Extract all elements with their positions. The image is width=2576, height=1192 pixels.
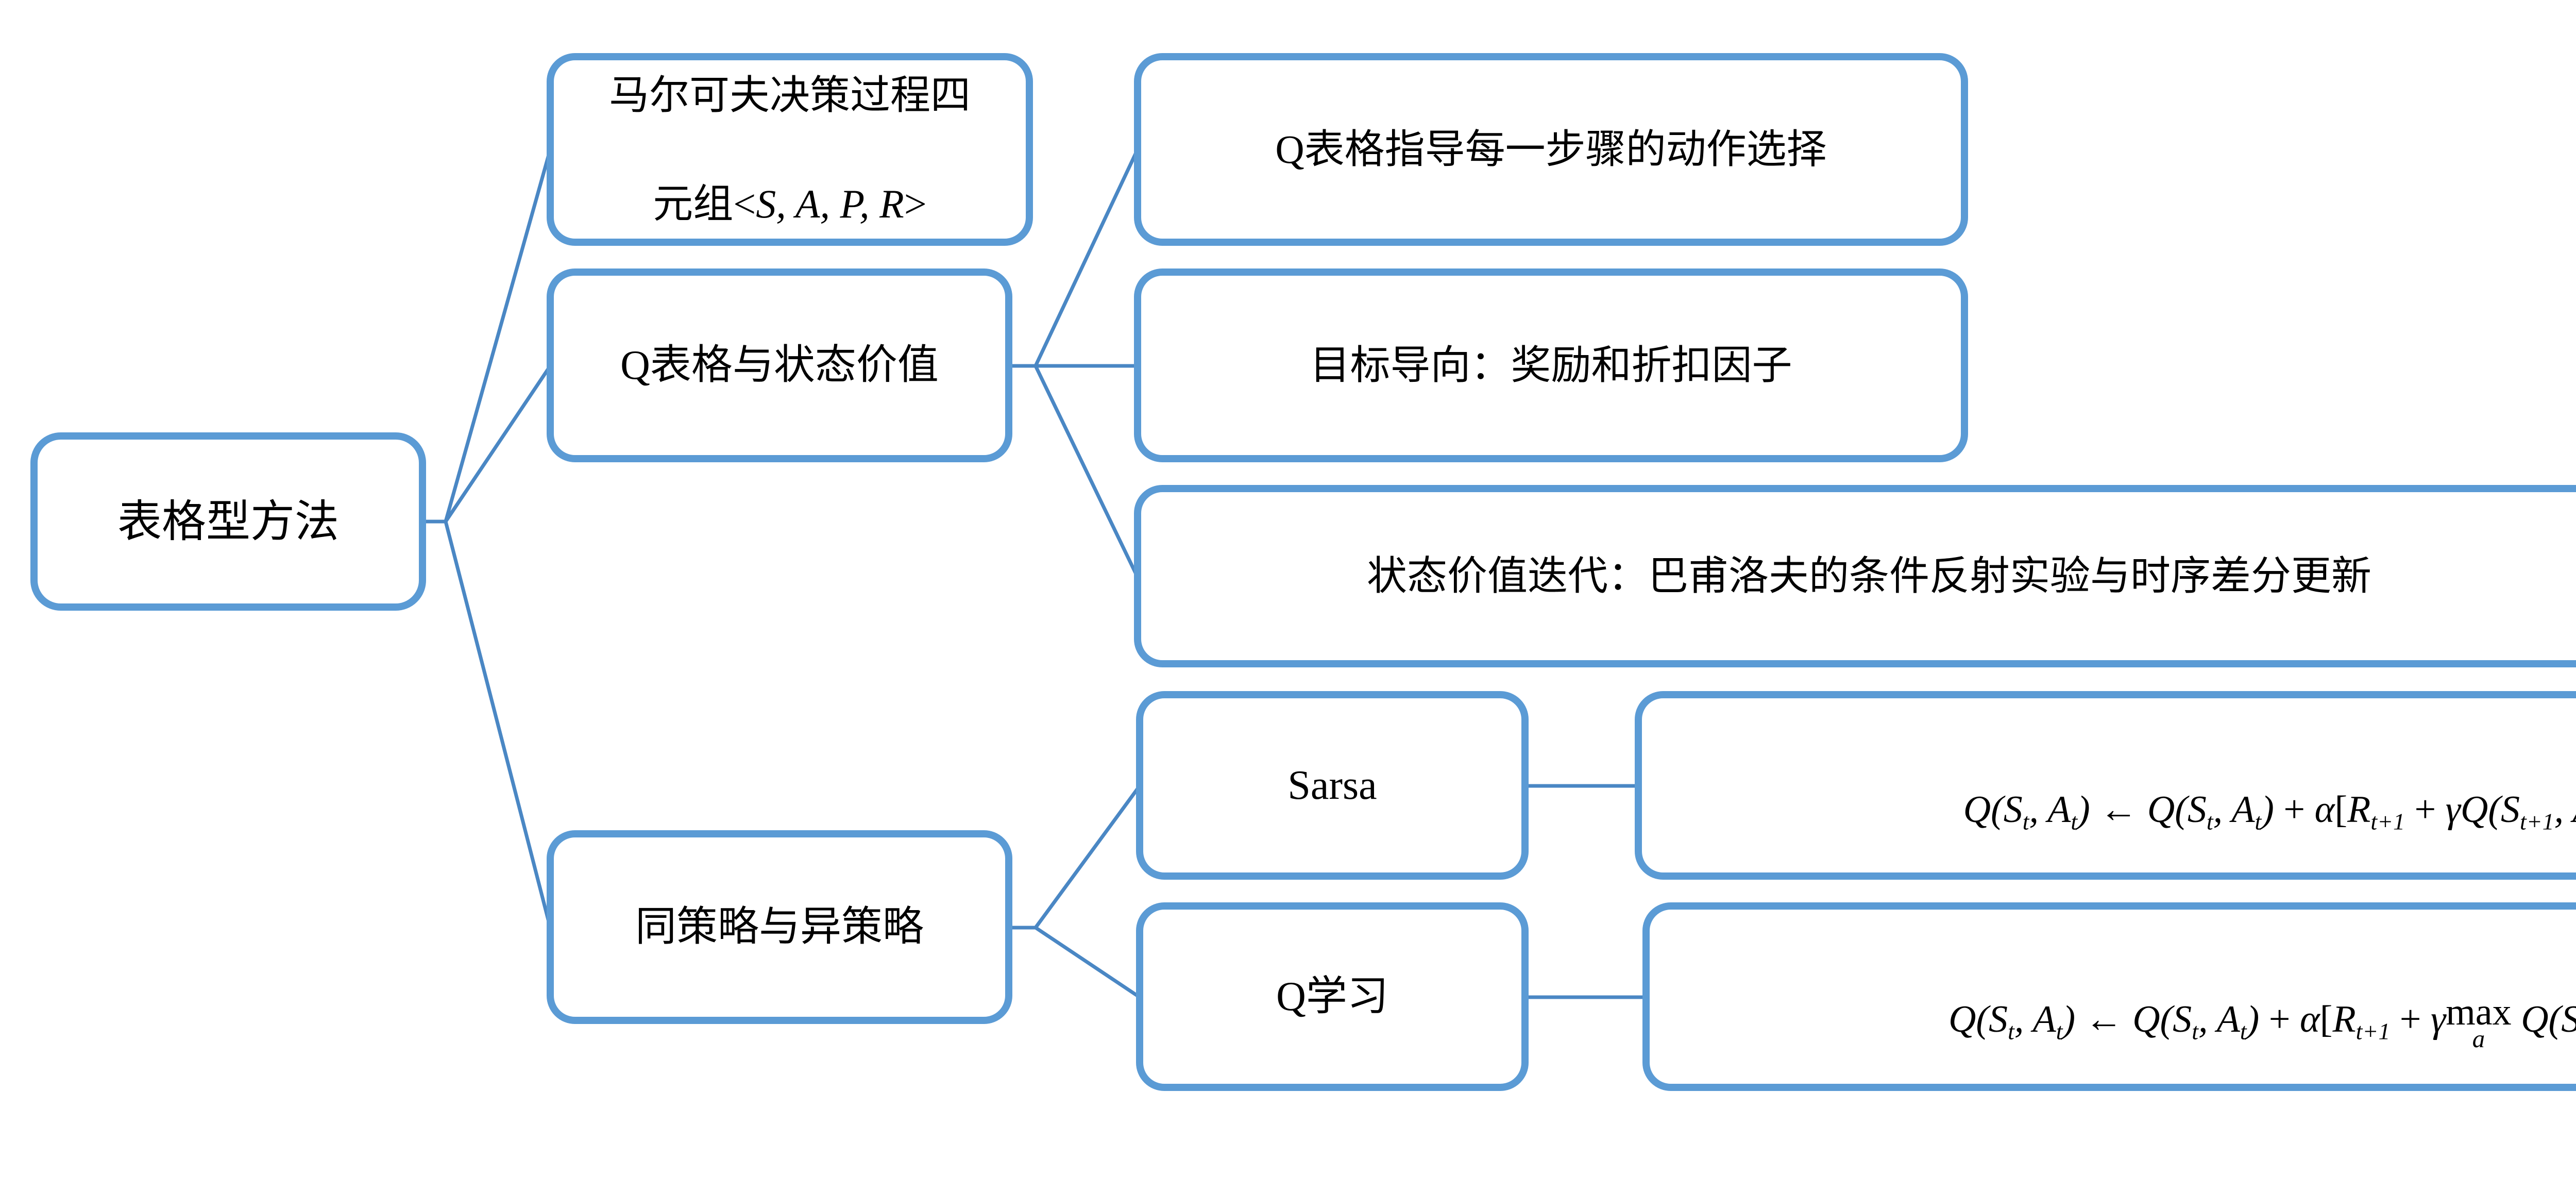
connector-policy-to-qlearning [1035,926,1141,999]
node-sarsa-box[interactable] [1136,691,1529,880]
connector-root-to-qtable [444,365,552,523]
node-mdp-box[interactable] [547,53,1033,246]
node-qtable-box[interactable] [547,268,1012,462]
node-qtable-child1-box[interactable] [1134,53,1968,246]
node-sarsa-formula-box[interactable] [1635,691,2576,880]
connector-root-to-policy [444,521,552,928]
node-root-box[interactable] [30,432,426,611]
node-qlearning-formula-box[interactable] [1642,902,2576,1091]
connector-root-to-mdp [444,149,552,522]
connector-qtable-to-child3 [1033,365,1140,578]
connector-qtable-to-child1 [1033,148,1140,367]
connector-policy-to-sarsa [1034,784,1141,929]
node-qtable-child3-box[interactable] [1134,485,2576,667]
node-qlearning-box[interactable] [1136,902,1529,1091]
node-policy-box[interactable] [547,830,1012,1024]
node-qtable-child2-box[interactable] [1134,268,1968,462]
